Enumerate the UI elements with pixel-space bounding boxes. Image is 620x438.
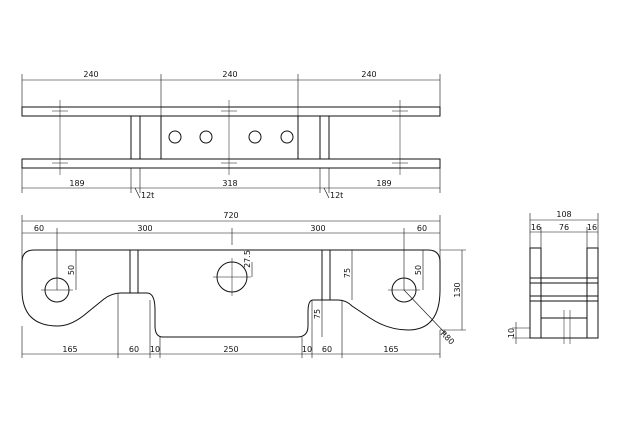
corner-radius-label: R80: [439, 329, 457, 347]
bottom-row-dim-5: 10: [302, 345, 312, 354]
top-dim-1: 240: [83, 70, 98, 79]
bolt-hole-3: [248, 130, 262, 144]
bottom-dim-2: 318: [222, 179, 237, 188]
center-hole-radius: 27.5: [243, 250, 252, 268]
top-view: 240 240 240 189: [21, 70, 441, 200]
bolt-hole-2: [199, 130, 213, 144]
upright-height: 75: [343, 268, 352, 278]
notch-depth: 75: [313, 309, 322, 319]
side-part-3: 16: [587, 223, 597, 232]
bottom-dim-3: 189: [376, 179, 391, 188]
side-part-1: 16: [531, 223, 541, 232]
bottom-dim-1: 189: [69, 179, 84, 188]
front-view: 720 60 300 300 60 50 50 27.5: [21, 211, 466, 358]
top-dim-2: 240: [222, 70, 237, 79]
top-row-dim-4: 60: [417, 224, 427, 233]
bolt-hole-4: [280, 130, 294, 144]
bottom-row-dim-3: 10: [150, 345, 160, 354]
side-view: 108 16 76 16 10: [507, 210, 599, 344]
side-bottom-thickness: 10: [507, 328, 516, 338]
thickness-label-left: 12t: [141, 191, 154, 200]
right-hole-height: 50: [414, 265, 423, 275]
left-hole-height: 50: [67, 265, 76, 275]
top-row-dim-1: 60: [34, 224, 44, 233]
bottom-row-dim-7: 165: [383, 345, 398, 354]
top-row-dim-3: 300: [310, 224, 325, 233]
side-part-2: 76: [559, 223, 569, 232]
thickness-label-right: 12t: [330, 191, 343, 200]
top-dim-3: 240: [361, 70, 376, 79]
bottom-row-dim-6: 60: [322, 345, 332, 354]
side-overall-width: 108: [556, 210, 571, 219]
bottom-row-dim-1: 165: [62, 345, 77, 354]
overall-length: 720: [223, 211, 238, 220]
bolt-hole-1: [168, 130, 182, 144]
top-row-dim-2: 300: [137, 224, 152, 233]
bottom-row-dim-2: 60: [129, 345, 139, 354]
bottom-row-dim-4: 250: [223, 345, 238, 354]
total-height: 130: [453, 282, 462, 297]
front-outline: [21, 249, 441, 338]
